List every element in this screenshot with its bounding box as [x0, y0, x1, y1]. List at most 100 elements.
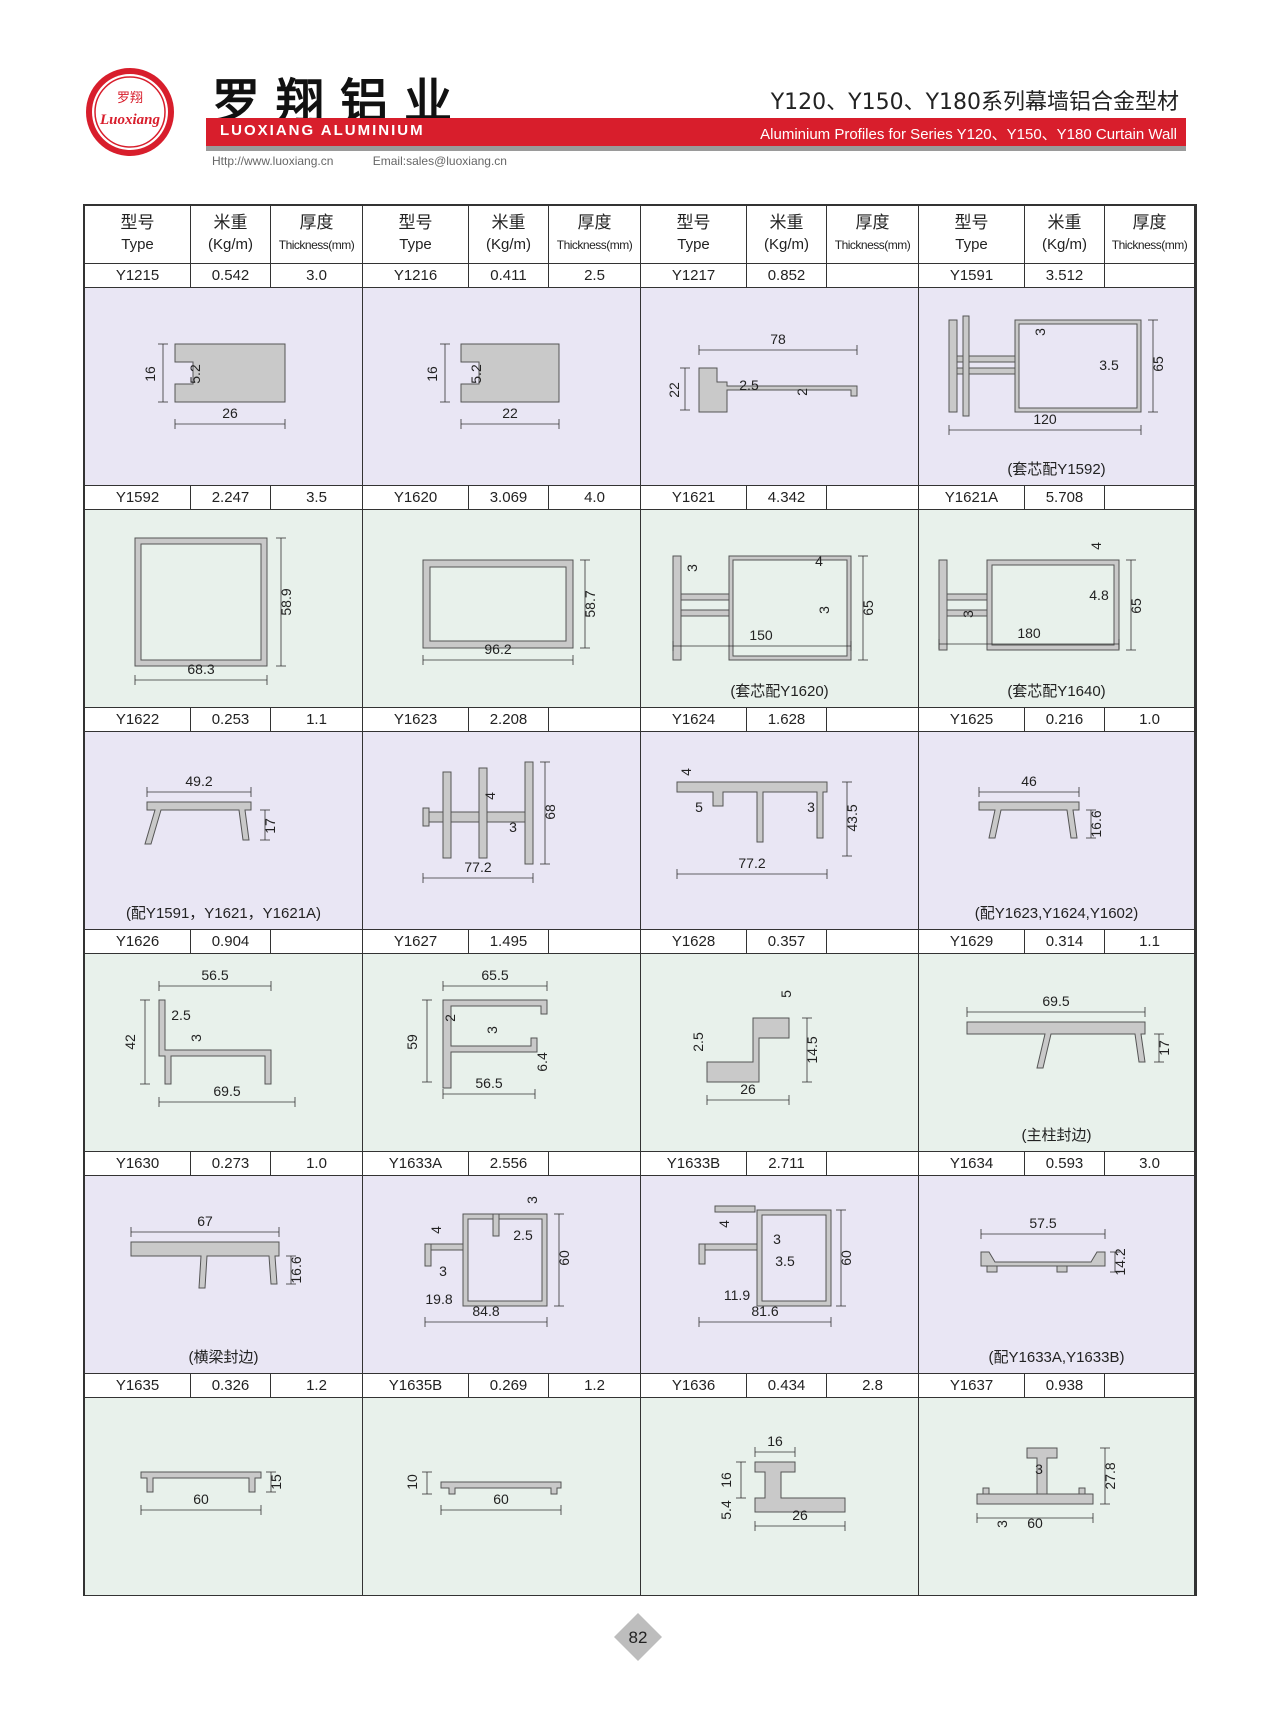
- header-type-en: Type: [955, 236, 988, 253]
- dimension-label: 4: [815, 553, 823, 569]
- dimension-label: 49.2: [185, 773, 212, 789]
- profile-section: [174, 343, 286, 403]
- profile-section: [462, 1213, 548, 1307]
- weight-value: 0.216: [1025, 708, 1105, 732]
- profile-note: (横梁封边): [188, 1349, 259, 1366]
- type-code: Y1591: [919, 264, 1025, 288]
- header-thickness-en: Thickness(mm): [556, 238, 633, 252]
- type-code: Y1217: [641, 264, 747, 288]
- header-thickness-cn: 厚度: [577, 213, 612, 232]
- dimension-label: 16: [424, 366, 440, 382]
- header-weight-en: (Kg/m): [208, 236, 253, 253]
- weight-value: 4.342: [747, 486, 827, 510]
- dimension-label: 3: [1032, 328, 1048, 336]
- dimension-label: 5: [695, 799, 703, 815]
- dimension-label: 4: [482, 792, 498, 800]
- thickness-value: 1.1: [1105, 930, 1195, 954]
- dimension-label: 3: [524, 1196, 540, 1204]
- profile-section: [946, 593, 988, 601]
- profile-section: [946, 609, 988, 617]
- type-code: Y1637: [919, 1374, 1025, 1398]
- type-code: Y1622: [85, 708, 191, 732]
- dimension-label: 2: [442, 1014, 458, 1022]
- dimension-label: 14.2: [1112, 1248, 1128, 1275]
- weight-value: 0.542: [191, 264, 271, 288]
- profile-note: (配Y1633A,Y1633B): [988, 1349, 1125, 1366]
- dimension-label: 120: [1033, 411, 1057, 427]
- profile-Y1592-drawing: 58.968.3: [134, 537, 294, 685]
- thickness-value: 2.5: [549, 264, 641, 288]
- thickness-value: 1.2: [271, 1374, 363, 1398]
- series-title-cn: Y120、Y150、Y180系列幕墙铝合金型材: [770, 90, 1179, 115]
- weight-value: 5.708: [1025, 486, 1105, 510]
- header-weight-en: (Kg/m): [1042, 236, 1087, 253]
- dimension-label: 69.5: [1042, 993, 1069, 1009]
- email-link[interactable]: Email:sales@luoxiang.cn: [372, 154, 507, 168]
- header-weight-en: (Kg/m): [486, 236, 531, 253]
- profile-section: [676, 781, 828, 843]
- header-thickness-cn: 厚度: [299, 213, 334, 232]
- dimension-label: 3: [439, 1263, 447, 1279]
- dimension-label: 96.2: [484, 641, 511, 657]
- header-weight-1: 米重(Kg/m): [191, 206, 271, 264]
- page-number: 82: [629, 1628, 648, 1647]
- profile-section: [956, 367, 1016, 375]
- profile-section: [986, 559, 1120, 651]
- dimension-label: 26: [740, 1081, 756, 1097]
- thickness-value: 4.0: [549, 486, 641, 510]
- thickness-value: [1105, 264, 1195, 288]
- profile-section: [698, 367, 858, 413]
- dimension-label: 78: [770, 331, 786, 347]
- thickness-value: [827, 708, 919, 732]
- profile-section: [706, 1017, 790, 1083]
- header-thickness-en: Thickness(mm): [278, 238, 355, 252]
- dimension-label: 22: [666, 382, 682, 398]
- type-code: Y1633A: [363, 1152, 469, 1176]
- dimension-label: 60: [838, 1250, 854, 1266]
- profile-section: [966, 1021, 1146, 1069]
- thickness-value: [549, 708, 641, 732]
- thickness-value: [827, 486, 919, 510]
- dimension-label: 14.5: [804, 1036, 820, 1063]
- dimension-label: 16.6: [1088, 810, 1104, 837]
- profile-section: [422, 559, 574, 649]
- header-type-cn: 型号: [954, 213, 989, 232]
- dimension-label: 5: [778, 990, 794, 998]
- dimension-label: 42: [122, 1034, 138, 1050]
- profile-section: [756, 1209, 832, 1307]
- dimension-label: 4: [428, 1226, 444, 1234]
- profile-section: [478, 767, 488, 859]
- dimension-label: 68: [542, 804, 558, 820]
- profile-section: [442, 771, 452, 859]
- type-code: Y1620: [363, 486, 469, 510]
- type-code: Y1592: [85, 486, 191, 510]
- type-code: Y1216: [363, 264, 469, 288]
- type-code: Y1215: [85, 264, 191, 288]
- dimension-label: 17: [262, 818, 278, 834]
- dimension-label: 58.7: [582, 590, 598, 617]
- profile-section: [714, 1205, 756, 1213]
- profile-section: [442, 999, 548, 1089]
- website-link[interactable]: Http://www.luoxiang.cn: [212, 154, 334, 168]
- profile-section: [144, 801, 252, 845]
- dimension-label: 43.5: [844, 804, 860, 831]
- dimension-label: 60: [493, 1491, 509, 1507]
- profile-section: [130, 1241, 280, 1289]
- thickness-value: 1.0: [1105, 708, 1195, 732]
- profile-section: [978, 801, 1080, 839]
